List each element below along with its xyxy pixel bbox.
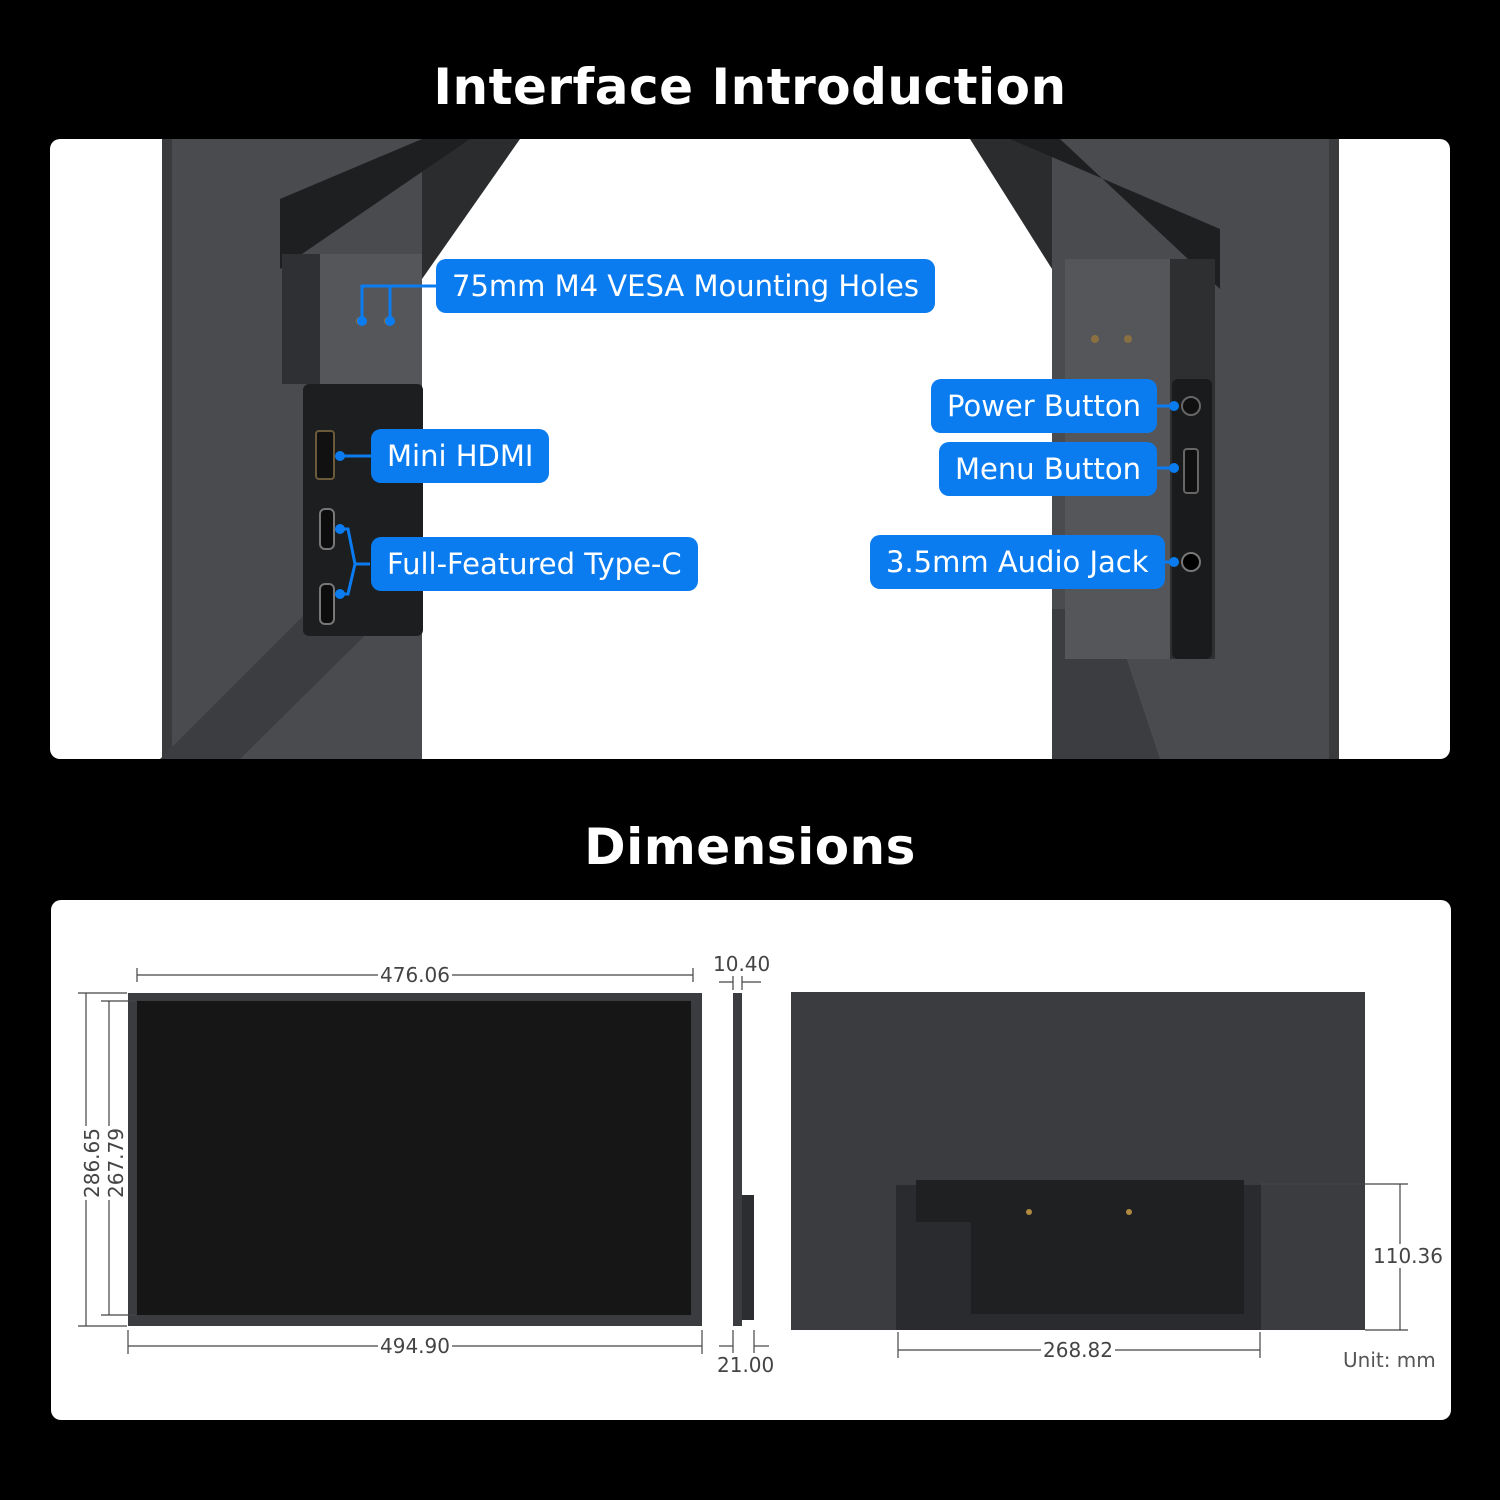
audio-jack-callout: 3.5mm Audio Jack (870, 535, 1165, 589)
dimensions-title: Dimensions (584, 818, 916, 876)
dim-overall-height: 286.65 (79, 1126, 104, 1200)
unit-label: Unit: mm (1341, 1348, 1438, 1372)
dimensions-panel: 476.06 494.90 286.65 267.79 10.40 21.00 … (51, 900, 1451, 1420)
dim-stand-height: 110.36 (1371, 1244, 1445, 1268)
dimension-drawings (78, 968, 1408, 1358)
interface-panel: 75mm M4 VESA Mounting Holes Mini HDMI Fu… (50, 139, 1450, 759)
dim-depth: 21.00 (715, 1353, 777, 1377)
left-stand-arm (422, 139, 520, 279)
right-stand-arm (970, 139, 1052, 269)
dim-thickness: 10.40 (711, 952, 773, 976)
right-port-strip (1172, 379, 1212, 659)
dim-stand-width: 268.82 (1041, 1338, 1115, 1362)
dim-overall-width: 494.90 (378, 1334, 452, 1358)
front-view-screen (137, 1001, 691, 1315)
monitor-side-views (160, 139, 1339, 759)
vesa-callout: 75mm M4 VESA Mounting Holes (436, 259, 935, 313)
dim-screen-height: 267.79 (103, 1126, 128, 1200)
interface-title: Interface Introduction (433, 58, 1067, 116)
dim-screen-width: 476.06 (378, 963, 452, 987)
type-c-callout: Full-Featured Type-C (371, 537, 698, 591)
menu-button-callout: Menu Button (939, 442, 1157, 496)
power-button-callout: Power Button (931, 379, 1158, 433)
side-view (733, 993, 742, 1326)
mini-hdmi-callout: Mini HDMI (371, 429, 550, 483)
